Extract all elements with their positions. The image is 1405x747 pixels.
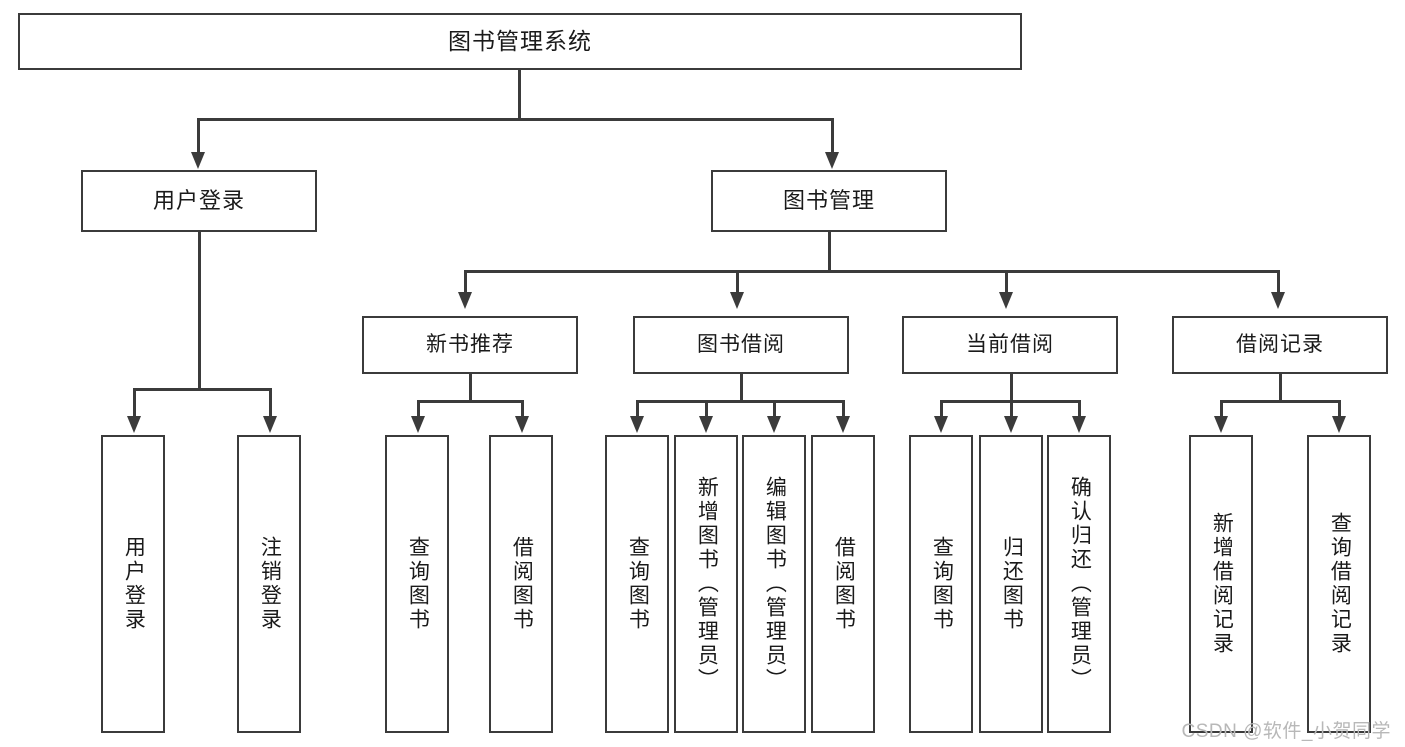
node-label: 新书推荐 (426, 332, 514, 356)
connector-bb-to-leaf-4 (842, 400, 845, 418)
node-label: 借阅图书 (510, 536, 534, 632)
node-current-borrow[interactable]: 当前借阅 (902, 316, 1118, 374)
connector-cb-to-leaf-1 (940, 400, 943, 418)
connector-bb-to-leaf-1 (636, 400, 639, 418)
node-label: 归还图书 (1000, 536, 1024, 632)
arrow-user-login-to-leaf-1 (127, 416, 141, 433)
node-label: 图书管理系统 (448, 27, 592, 54)
connector-br-to-leaf-2 (1338, 400, 1341, 418)
connector-nb-to-leaf-2 (521, 400, 524, 418)
node-root-book-management-system[interactable]: 图书管理系统 (18, 13, 1022, 70)
arrow-bm-to-new-book (458, 292, 472, 309)
connector-book-management-stem (828, 232, 831, 270)
arrow-nb-to-leaf-1 (411, 416, 425, 433)
arrow-user-login-to-leaf-2 (263, 416, 277, 433)
node-label: 用户登录 (122, 536, 146, 632)
connector-bb-to-leaf-2 (705, 400, 708, 418)
node-book-borrow[interactable]: 图书借阅 (633, 316, 849, 374)
arrow-bb-to-leaf-2 (699, 416, 713, 433)
arrow-bm-to-book-borrow (730, 292, 744, 309)
node-new-book-recommend[interactable]: 新书推荐 (362, 316, 578, 374)
node-label: 注销登录 (258, 536, 282, 632)
connector-user-login-to-leaf-2 (269, 388, 272, 418)
connector-br-to-leaf-1 (1220, 400, 1223, 418)
leaf-nb-query-book[interactable]: 查询图书 (385, 435, 449, 733)
node-label: 当前借阅 (966, 332, 1054, 356)
connector-book-management-bus (464, 270, 1280, 273)
arrow-root-to-book-management (825, 152, 839, 169)
leaf-cb-return-book[interactable]: 归还图书 (979, 435, 1043, 733)
connector-cb-to-leaf-3 (1078, 400, 1081, 418)
arrow-bb-to-leaf-1 (630, 416, 644, 433)
connector-book-borrow-bus (636, 400, 844, 403)
leaf-nb-borrow-book[interactable]: 借阅图书 (489, 435, 553, 733)
connector-borrow-record-bus (1220, 400, 1340, 403)
leaf-cb-query-book[interactable]: 查询图书 (909, 435, 973, 733)
arrow-br-to-leaf-2 (1332, 416, 1346, 433)
arrow-br-to-leaf-1 (1214, 416, 1228, 433)
connector-new-book-stem (469, 374, 472, 400)
connector-borrow-record-stem (1279, 374, 1282, 400)
arrow-cb-to-leaf-3 (1072, 416, 1086, 433)
connector-cb-to-leaf-2 (1010, 400, 1013, 418)
node-label: 查询图书 (930, 536, 954, 632)
connector-user-login-bus (133, 388, 270, 391)
connector-bm-to-current-borrow (1005, 270, 1008, 294)
connector-bm-to-borrow-record (1277, 270, 1280, 294)
connector-root-to-user-login (197, 118, 200, 154)
connector-bb-to-leaf-3 (773, 400, 776, 418)
connector-bm-to-book-borrow (736, 270, 739, 294)
node-label: 新增借阅记录 (1210, 512, 1234, 656)
node-label: 新增图书（管理员） (695, 476, 719, 692)
leaf-bb-query-book[interactable]: 查询图书 (605, 435, 669, 733)
node-label: 查询图书 (626, 536, 650, 632)
connector-root-bus (197, 118, 834, 121)
arrow-cb-to-leaf-2 (1004, 416, 1018, 433)
arrow-nb-to-leaf-2 (515, 416, 529, 433)
arrow-bb-to-leaf-3 (767, 416, 781, 433)
arrow-root-to-user-login (191, 152, 205, 169)
arrow-bm-to-borrow-record (1271, 292, 1285, 309)
leaf-cb-confirm-return-admin[interactable]: 确认归还（管理员） (1047, 435, 1111, 733)
node-label: 查询借阅记录 (1328, 512, 1352, 656)
connector-root-to-book-management (831, 118, 834, 154)
node-label: 查询图书 (406, 536, 430, 632)
connector-root-stem (518, 70, 521, 118)
node-label: 用户登录 (152, 188, 245, 214)
connector-current-borrow-stem (1010, 374, 1013, 400)
connector-user-login-stem (198, 232, 201, 390)
leaf-br-query-record[interactable]: 查询借阅记录 (1307, 435, 1371, 733)
arrow-cb-to-leaf-1 (934, 416, 948, 433)
connector-nb-to-leaf-1 (417, 400, 420, 418)
node-label: 图书管理 (782, 188, 875, 214)
node-label: 编辑图书（管理员） (763, 476, 787, 692)
node-book-management[interactable]: 图书管理 (711, 170, 947, 232)
leaf-br-add-record[interactable]: 新增借阅记录 (1189, 435, 1253, 733)
node-borrow-record[interactable]: 借阅记录 (1172, 316, 1388, 374)
node-label: 图书借阅 (697, 332, 785, 356)
connector-bm-to-new-book (464, 270, 467, 294)
leaf-user-login[interactable]: 用户登录 (101, 435, 165, 733)
node-label: 确认归还（管理员） (1068, 476, 1092, 692)
connector-new-book-bus (417, 400, 523, 403)
arrow-bm-to-current-borrow (999, 292, 1013, 309)
connector-user-login-to-leaf-1 (133, 388, 136, 418)
node-label: 借阅记录 (1236, 332, 1324, 356)
node-user-login[interactable]: 用户登录 (81, 170, 317, 232)
arrow-bb-to-leaf-4 (836, 416, 850, 433)
leaf-bb-add-book-admin[interactable]: 新增图书（管理员） (674, 435, 738, 733)
connector-book-borrow-stem (740, 374, 743, 400)
leaf-bb-borrow-book[interactable]: 借阅图书 (811, 435, 875, 733)
leaf-logout[interactable]: 注销登录 (237, 435, 301, 733)
node-label: 借阅图书 (832, 536, 856, 632)
leaf-bb-edit-book-admin[interactable]: 编辑图书（管理员） (742, 435, 806, 733)
